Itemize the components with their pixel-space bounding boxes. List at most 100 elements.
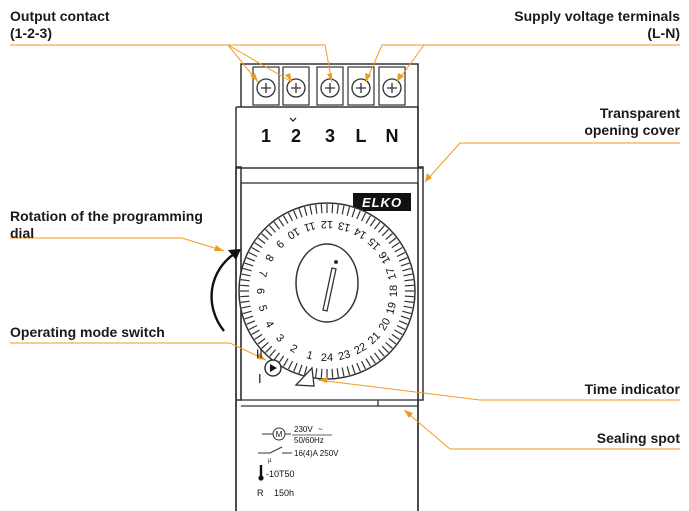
dial-segment[interactable]: [278, 218, 285, 227]
dial-segment[interactable]: [356, 362, 361, 372]
dial-segment[interactable]: [331, 204, 334, 214]
dial-segment[interactable]: [241, 273, 251, 277]
dial-segment[interactable]: [400, 262, 410, 267]
dial-segment[interactable]: [242, 310, 252, 315]
dial-segment[interactable]: [402, 310, 412, 315]
dial-segment[interactable]: [320, 368, 323, 378]
dial-segment[interactable]: [254, 333, 263, 340]
dial-segment[interactable]: [404, 279, 414, 282]
dial-segment[interactable]: [265, 229, 273, 237]
dial-segment[interactable]: [381, 345, 389, 353]
dial-segment[interactable]: [244, 262, 254, 267]
dial-segment[interactable]: [396, 324, 406, 331]
dial-segment[interactable]: [365, 215, 372, 224]
dial-segment[interactable]: [303, 366, 308, 376]
dial-segment[interactable]: [351, 364, 356, 374]
dial-segment[interactable]: [331, 368, 334, 378]
dial-segment[interactable]: [398, 320, 408, 325]
terminal-screw-1[interactable]: [252, 66, 280, 106]
dial-segment[interactable]: [377, 349, 385, 357]
terminal-screw-N[interactable]: [378, 66, 406, 106]
dial-segment[interactable]: [391, 242, 400, 249]
dial-segment[interactable]: [254, 242, 263, 249]
dial-segment[interactable]: [257, 338, 266, 345]
dial-segment[interactable]: [240, 300, 250, 303]
dial-segment[interactable]: [282, 358, 289, 367]
dial-segment[interactable]: [360, 360, 367, 370]
dial-segment[interactable]: [248, 251, 258, 258]
dial-segment[interactable]: [269, 225, 277, 233]
dial-segment[interactable]: [404, 284, 414, 287]
dial-segment[interactable]: [287, 212, 294, 222]
dial-segment[interactable]: [261, 341, 269, 349]
dial-segment[interactable]: [404, 295, 414, 298]
dial-segment[interactable]: [394, 329, 403, 336]
dial-segment[interactable]: [403, 273, 413, 277]
dial-segment[interactable]: [240, 295, 250, 298]
dial-segment[interactable]: [374, 352, 381, 361]
dial-segment[interactable]: [369, 355, 376, 364]
dial-segment[interactable]: [315, 204, 318, 214]
dial-segment[interactable]: [341, 367, 345, 377]
dial-segment[interactable]: [261, 233, 269, 241]
dial-segment[interactable]: [396, 251, 406, 258]
dial-segment[interactable]: [346, 206, 351, 216]
dial-segment[interactable]: [402, 267, 412, 272]
terminal-screw-L[interactable]: [347, 66, 375, 106]
dial-segment[interactable]: [360, 212, 367, 222]
dial-segment[interactable]: [269, 349, 277, 357]
dial-segment[interactable]: [287, 360, 294, 370]
dial-segment[interactable]: [346, 366, 351, 376]
dial-segment[interactable]: [251, 329, 260, 336]
dial-segment[interactable]: [341, 205, 345, 215]
dial-segment[interactable]: [369, 218, 376, 227]
dial-segment[interactable]: [265, 345, 273, 353]
dial-segment[interactable]: [293, 210, 298, 220]
dial-segment[interactable]: [336, 368, 339, 378]
dial-segment[interactable]: [381, 229, 389, 237]
dial-segments[interactable]: [240, 204, 414, 378]
dial-segment[interactable]: [242, 267, 252, 272]
terminal-screw-2[interactable]: [282, 66, 310, 106]
dial-segment[interactable]: [336, 204, 339, 214]
dial-segment[interactable]: [398, 257, 408, 262]
dial-segment[interactable]: [244, 315, 254, 320]
dial-knob[interactable]: [295, 243, 359, 323]
dial-segment[interactable]: [241, 305, 251, 309]
dial-segment[interactable]: [400, 315, 410, 320]
dial-segment[interactable]: [303, 206, 308, 216]
dial-segment[interactable]: [273, 352, 280, 361]
dial-segment[interactable]: [388, 237, 397, 244]
dial-segment[interactable]: [385, 233, 393, 241]
dial-segment[interactable]: [257, 237, 266, 244]
dial-segment[interactable]: [246, 320, 256, 325]
dial-segment[interactable]: [278, 355, 285, 364]
dial-segment[interactable]: [374, 221, 381, 230]
dial-segment[interactable]: [391, 333, 400, 340]
terminal-L: L: [356, 126, 367, 146]
leader-arrowheads: [214, 73, 432, 418]
dial-segment[interactable]: [248, 324, 258, 331]
dial-segment[interactable]: [240, 279, 250, 282]
dial-segment[interactable]: [273, 221, 280, 230]
leader-supply-terminals: [365, 44, 680, 83]
dial-segment[interactable]: [315, 368, 318, 378]
dial-segment[interactable]: [351, 208, 356, 218]
dial-segment[interactable]: [293, 362, 298, 372]
dial-segment[interactable]: [298, 364, 303, 374]
dial-segment[interactable]: [365, 358, 372, 367]
dial-segment[interactable]: [251, 246, 260, 253]
dial-segment[interactable]: [404, 300, 414, 303]
dial-segment[interactable]: [385, 341, 393, 349]
dial-segment[interactable]: [388, 338, 397, 345]
dial-segment[interactable]: [240, 284, 250, 287]
dial-segment[interactable]: [377, 225, 385, 233]
dial-segment[interactable]: [309, 205, 313, 215]
dial-segment[interactable]: [403, 305, 413, 309]
dial-segment[interactable]: [394, 246, 403, 253]
dial-segment[interactable]: [282, 215, 289, 224]
dial-segment[interactable]: [320, 204, 323, 214]
dial-segment[interactable]: [298, 208, 303, 218]
dial-segment[interactable]: [246, 257, 256, 262]
dial-segment[interactable]: [356, 210, 361, 220]
